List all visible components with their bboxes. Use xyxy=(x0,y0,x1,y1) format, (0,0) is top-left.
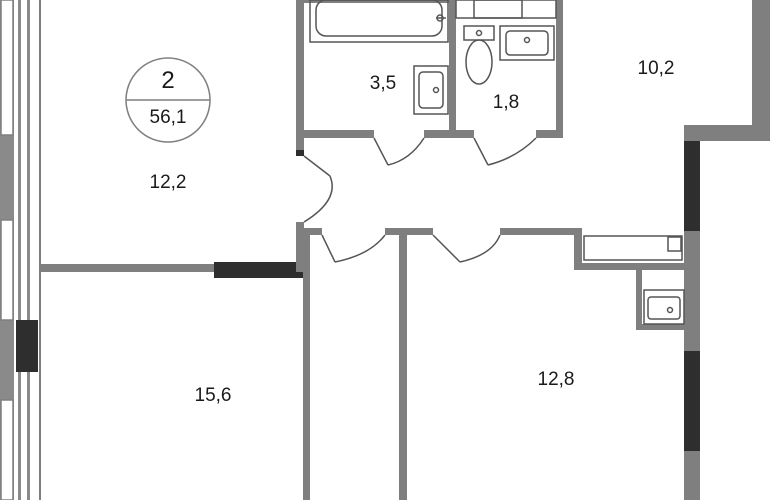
toilet-area: 1,8 xyxy=(493,92,519,113)
bathroom-area: 3,5 xyxy=(370,73,396,94)
rooms-count: 2 xyxy=(161,67,174,94)
room-bottom-left-area: 15,6 xyxy=(195,385,232,406)
bathtub xyxy=(309,0,449,43)
room-bottom-right-area: 12,8 xyxy=(538,369,575,390)
bathroom-sink xyxy=(413,65,449,115)
niche-tub xyxy=(583,235,683,261)
interior-walls xyxy=(40,0,770,500)
kitchen-stove xyxy=(473,0,523,19)
left-exterior-wall xyxy=(0,0,41,500)
toilet-sink xyxy=(455,0,557,61)
kitchen-area: 10,2 xyxy=(638,58,675,79)
total-area: 56,1 xyxy=(150,107,187,128)
apartment-badge: 2 56,1 xyxy=(125,57,211,143)
room-top-left-area: 12,2 xyxy=(150,172,187,193)
toilet-fixture xyxy=(463,25,495,85)
niche-sink xyxy=(643,289,685,325)
doors xyxy=(303,137,537,263)
